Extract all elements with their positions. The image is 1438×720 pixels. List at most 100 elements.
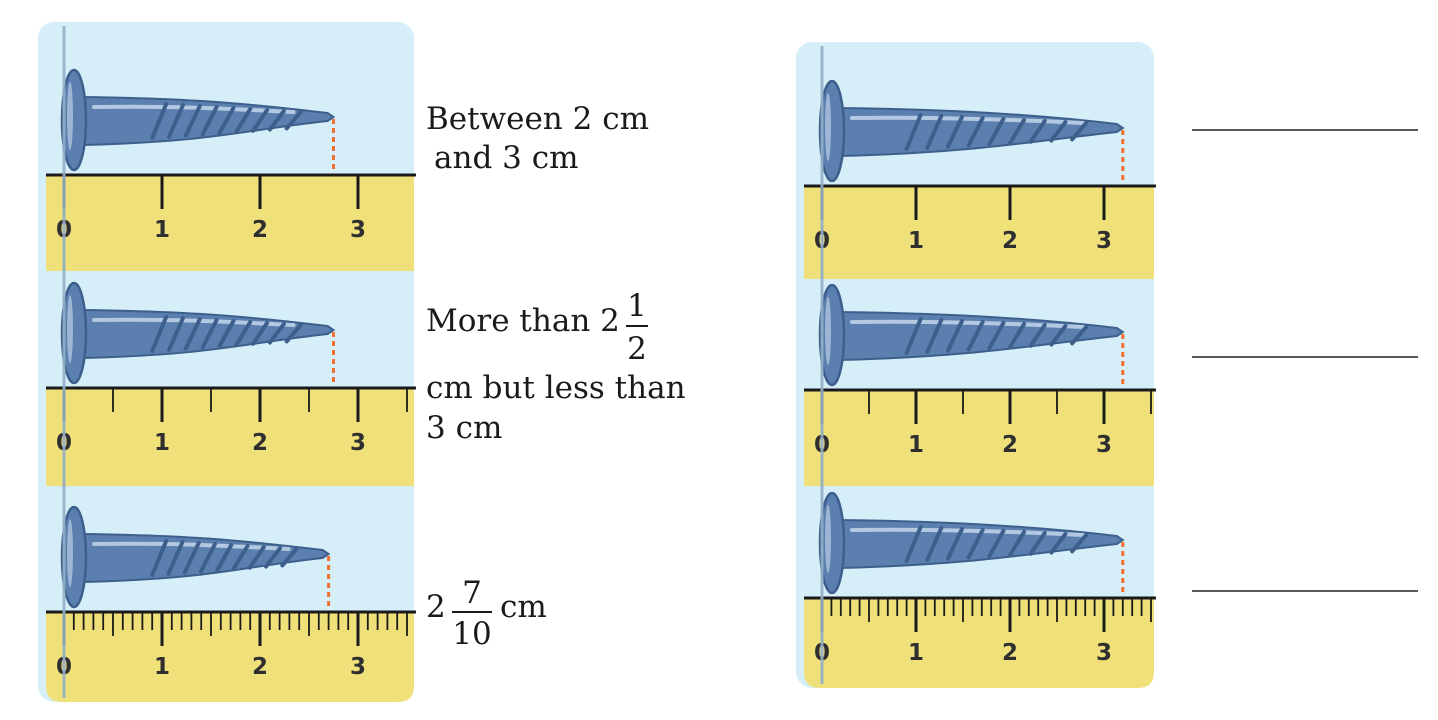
nail-thread xyxy=(217,106,236,136)
nail-thread xyxy=(925,114,944,150)
nail-thread xyxy=(167,316,186,352)
answer-3-fraction-denominator: 10 xyxy=(452,616,491,652)
ruler-body xyxy=(804,390,1154,486)
ruler-tick-label: 3 xyxy=(1096,640,1112,666)
nail-thread xyxy=(1028,119,1047,144)
answer-2-fraction-denominator: 2 xyxy=(627,331,647,367)
nail-thread xyxy=(925,526,944,562)
row-3: 0123 xyxy=(804,486,1156,688)
nail-thread xyxy=(284,110,303,131)
nail-head-shine xyxy=(67,519,73,587)
nail-thread xyxy=(150,539,169,577)
nail xyxy=(818,283,1125,387)
nail xyxy=(60,505,331,609)
nail-thread xyxy=(1028,531,1047,556)
ruler-tick-label: 3 xyxy=(1096,432,1112,458)
answer-1-line-1: Between 2 cm xyxy=(426,101,649,137)
nail-thread xyxy=(1049,532,1068,555)
nail-thread xyxy=(1070,121,1089,142)
nail-thread xyxy=(150,315,169,353)
nail-head xyxy=(60,281,88,385)
ruler-tick-label: 1 xyxy=(154,654,170,680)
nail-thread xyxy=(904,113,923,151)
row-3: 0123 xyxy=(46,486,416,702)
nail-thread xyxy=(904,525,923,563)
row-1: 0123 xyxy=(804,46,1156,279)
panels-layer: 012301230123012301230123 xyxy=(38,22,1156,702)
ruler-tick-label: 2 xyxy=(252,217,268,243)
row-2: 0123 xyxy=(46,271,416,486)
nail-highlight xyxy=(850,319,1085,329)
nail-head xyxy=(818,491,846,595)
nail-thread xyxy=(1049,120,1068,143)
nail-thread xyxy=(150,102,169,140)
nail-thread xyxy=(966,116,985,148)
nail-thread xyxy=(925,318,944,354)
nail-head-shine xyxy=(825,93,831,161)
nail-thread xyxy=(200,318,219,350)
nail-thread xyxy=(945,115,964,149)
nail-thread xyxy=(1049,324,1068,347)
nail-thread xyxy=(1008,322,1027,349)
nail-highlight xyxy=(850,527,1085,537)
nail-thread xyxy=(280,547,299,568)
nail-thread xyxy=(264,546,283,569)
answer-3-whole: 2 xyxy=(426,589,446,625)
nail-thread xyxy=(284,323,303,344)
nail xyxy=(818,491,1125,595)
nail-thread xyxy=(183,317,202,351)
answer-2-fraction-numerator: 1 xyxy=(627,288,647,324)
ruler-tick-label: 1 xyxy=(154,430,170,456)
nail xyxy=(60,281,336,385)
nail-thread xyxy=(987,529,1006,559)
ruler-tick-label: 1 xyxy=(908,640,924,666)
answer-2-line-2: cm but less than xyxy=(426,370,686,406)
nail-thread xyxy=(267,322,286,345)
ruler-tick-label: 3 xyxy=(350,217,366,243)
nail-thread xyxy=(200,105,219,137)
nail-thread xyxy=(183,104,202,138)
ruler-tick-label: 2 xyxy=(1002,640,1018,666)
ruler-tick-label: 2 xyxy=(1002,432,1018,458)
row-1: 0123 xyxy=(46,26,416,271)
nail-thread xyxy=(182,541,201,575)
ruler-body xyxy=(46,388,414,486)
nail-thread xyxy=(234,107,253,134)
nail-thread xyxy=(1028,323,1047,348)
nail-thread xyxy=(231,544,250,571)
row-2: 0123 xyxy=(804,279,1156,486)
nail-thread xyxy=(1008,118,1027,145)
nail-head xyxy=(818,79,846,183)
nail-highlight xyxy=(850,115,1085,125)
nail-thread xyxy=(167,103,186,139)
nail-thread xyxy=(247,545,266,570)
nail-thread xyxy=(166,540,185,576)
answer-2-prefix: More than 2 xyxy=(426,303,620,339)
nail-thread xyxy=(1070,533,1089,554)
ruler-tick-label: 3 xyxy=(350,430,366,456)
nail-head xyxy=(60,505,88,609)
nail-thread xyxy=(1008,530,1027,557)
ruler-body xyxy=(46,612,414,702)
ruler-body xyxy=(46,175,414,271)
nail-head-shine xyxy=(825,505,831,573)
nail-thread xyxy=(945,527,964,561)
nail-thread xyxy=(217,319,236,349)
nail-head-shine xyxy=(825,297,831,365)
ruler-tick-label: 2 xyxy=(252,654,268,680)
nail-thread xyxy=(987,321,1006,351)
nail-thread xyxy=(199,542,217,574)
nail-thread xyxy=(267,109,286,132)
nail-thread xyxy=(966,528,985,560)
ruler-tick-label: 2 xyxy=(1002,228,1018,254)
nail-thread xyxy=(215,543,234,573)
nail-thread xyxy=(945,319,964,353)
nail xyxy=(818,79,1125,183)
nail-head-shine xyxy=(67,295,73,363)
nail-thread xyxy=(987,117,1006,147)
answer-1-line-2: and 3 cm xyxy=(434,140,578,176)
answer-3-unit: cm xyxy=(500,589,547,625)
nail-head xyxy=(60,68,88,172)
nail xyxy=(60,68,336,172)
